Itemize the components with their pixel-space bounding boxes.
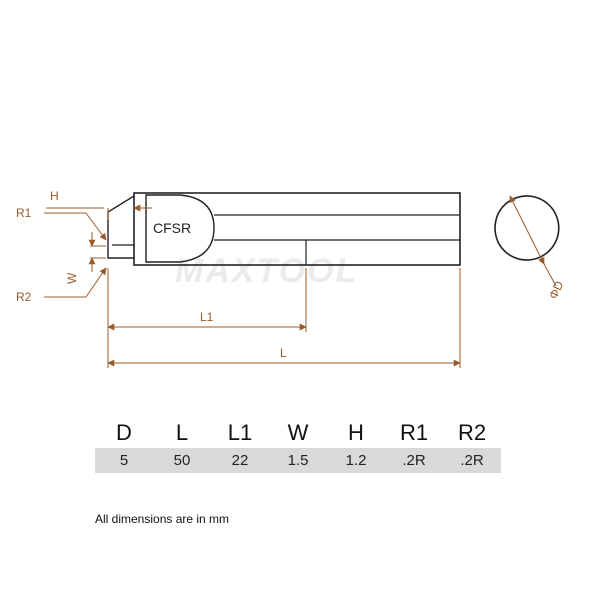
r1-dim-label: R1 <box>16 206 32 220</box>
value-w: 1.5 <box>269 448 327 473</box>
l-dim-label: L <box>280 346 287 360</box>
tool-end-view <box>494 195 560 287</box>
header-d: D <box>116 420 132 445</box>
tool-side-view <box>107 192 461 266</box>
value-h: 1.2 <box>327 448 385 473</box>
header-r2: R2 <box>457 420 487 445</box>
spec-header-row: D L L1 W H R1 R2 <box>95 418 501 448</box>
value-r1: .2R <box>385 448 443 473</box>
w-dim-label: W <box>65 272 79 284</box>
h-dim-label: H <box>50 189 59 203</box>
header-l: L <box>175 420 189 445</box>
l1-dim-label: L1 <box>200 310 214 324</box>
header-w: W <box>287 420 309 445</box>
spec-table: D L L1 W H R1 R2 5 50 22 1.5 1.2 .2R .2R <box>95 418 501 473</box>
tool-drawing: MAXTOOL CFSR ΦD <box>16 189 567 368</box>
diameter-dim-label: ΦD <box>546 279 567 302</box>
spec-value-row: 5 50 22 1.5 1.2 .2R .2R <box>95 448 501 473</box>
header-h: H <box>348 420 364 445</box>
header-r1: R1 <box>399 420 429 445</box>
value-l: 50 <box>153 448 211 473</box>
value-l1: 22 <box>211 448 269 473</box>
r2-dim-label: R2 <box>16 290 32 304</box>
header-l1: L1 <box>227 420 253 445</box>
watermark-text: MAXTOOL <box>175 252 358 290</box>
value-d: 5 <box>95 448 153 473</box>
dimension-lines <box>44 204 461 368</box>
units-note: All dimensions are in mm <box>95 512 230 526</box>
value-r2: .2R <box>443 448 501 473</box>
part-label: CFSR <box>153 220 191 236</box>
